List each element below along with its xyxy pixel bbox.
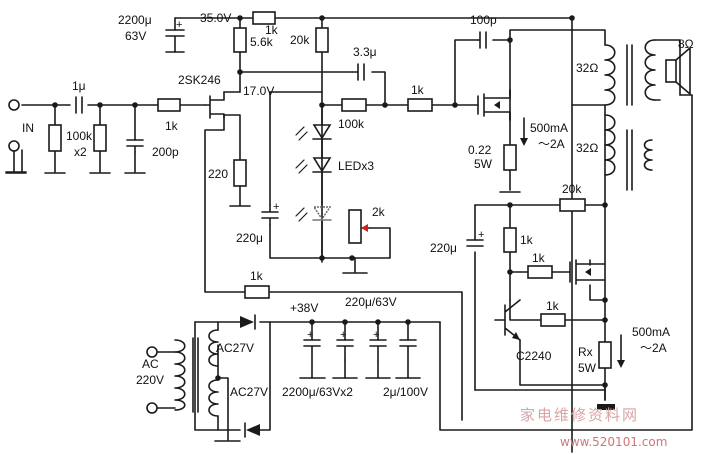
resistor-1k-bias — [503, 227, 517, 253]
label-r-022b: 5W — [474, 157, 493, 171]
watermark-cn: 家电维修资料网 — [520, 406, 639, 424]
label-r-220: 220 — [208, 167, 228, 181]
label-pot-2k: 2k — [372, 205, 386, 219]
input-terminal-ground — [8, 140, 20, 152]
label-spk-8: 8Ω — [678, 37, 694, 51]
mosfet-output-upper — [477, 89, 511, 121]
resistors — [48, 11, 612, 369]
label-r-1k-bias2: 1k — [532, 251, 546, 265]
label-r-1k-top: 1k — [265, 23, 279, 37]
svg-text:+: + — [340, 329, 346, 341]
label-cap-3u3: 3.3μ — [353, 45, 377, 59]
ac-terminal-1 — [146, 346, 158, 358]
ac-terminal-2 — [146, 402, 158, 414]
svg-text:+: + — [373, 329, 379, 341]
junction-dots — [52, 15, 608, 388]
resistor-rx — [598, 341, 612, 369]
transistor-c2240 — [494, 299, 521, 341]
label-r-5k6: 5.6k — [250, 35, 274, 49]
label-ac27b: AC27V — [230, 385, 268, 399]
label-ac27a: AC27V — [216, 341, 254, 355]
label-cap-63v: 63V — [125, 29, 146, 43]
svg-text:+: + — [307, 329, 313, 341]
label-rx-a: Rx — [578, 345, 593, 359]
label-in: IN — [22, 121, 34, 135]
label-cap-200p: 200p — [152, 145, 179, 159]
led-string — [295, 124, 332, 222]
label-cap-220u-left: 220μ — [236, 231, 263, 245]
label-tr-32b: 32Ω — [576, 141, 598, 155]
label-cap-100p: 100p — [470, 13, 497, 27]
label-r-100k-x2b: x2 — [74, 145, 87, 159]
resistor-1k-top — [252, 11, 276, 25]
resistor-100k-input-2 — [93, 124, 107, 152]
polarity-marks: + + + + + + — [176, 19, 484, 341]
resistor-1k-gate — [407, 98, 433, 112]
svg-text:+: + — [478, 229, 484, 241]
label-r-20k-top: 20k — [290, 33, 310, 47]
label-i-2a: ～2A — [538, 137, 565, 151]
label-v35: 35.0V — [200, 11, 231, 25]
resistor-20k-bias — [559, 198, 586, 212]
label-cap-1u: 1μ — [72, 79, 86, 93]
input-ground-line — [5, 150, 27, 173]
label-i-500a: 500mA — [530, 121, 568, 135]
input-terminal-hot — [8, 99, 20, 111]
label-v17: 17.0V — [243, 84, 274, 98]
resistor-1k-feedback — [244, 285, 270, 299]
resistor-220 — [233, 159, 247, 187]
label-r-1k-bias1: 1k — [520, 233, 534, 247]
mosfet-output-lower — [569, 259, 606, 285]
ground-symbols — [5, 51, 615, 442]
resistor-1k-input — [157, 98, 181, 112]
jfet-2sk246 — [204, 91, 241, 119]
mains-transformer — [174, 321, 219, 431]
label-cap-220u-right: 220μ — [430, 241, 457, 255]
label-q-2sk246: 2SK246 — [178, 73, 221, 87]
label-r-1k-in: 1k — [165, 119, 179, 133]
label-leds: LEDx3 — [338, 159, 374, 173]
label-cap-2200u: 2200μ — [118, 13, 152, 27]
label-cap-220-63: 220μ/63V — [345, 295, 397, 309]
label-r-20k-right: 20k — [562, 182, 582, 196]
label-rx-b: 5W — [578, 361, 597, 375]
component-labels: 2200μ 63V 35.0V 1k 5.6k 20k 3.3μ 100p 32… — [22, 11, 694, 399]
label-r-1k-mid: 1k — [411, 83, 425, 97]
resistor-0-22 — [503, 144, 517, 171]
label-q-c2240: C2240 — [516, 349, 552, 363]
label-ac220: 220V — [136, 373, 164, 387]
label-r-1k-base: 1k — [546, 299, 560, 313]
label-i-2b: ～2A — [640, 341, 667, 355]
resistor-5k6 — [233, 27, 247, 53]
potentiometer-2k — [348, 209, 362, 244]
label-ac: AC — [142, 357, 159, 371]
capacitors — [75, 29, 487, 361]
pot-wiper-arrow — [361, 224, 368, 232]
resistor-20k-top — [315, 27, 329, 53]
label-r-1k-fb: 1k — [250, 269, 264, 283]
label-i-500b: 500mA — [632, 325, 670, 339]
label-r-100k-x2a: 100k — [66, 129, 93, 143]
resistor-1k-base — [540, 313, 566, 327]
resistor-1k-bias-2 — [527, 265, 553, 279]
watermark-url: www.520101.com — [560, 435, 667, 449]
svg-text:+: + — [176, 19, 182, 31]
label-tr-32a: 32Ω — [576, 61, 598, 75]
resistor-100k-input — [48, 124, 62, 152]
resistor-100k — [341, 98, 367, 112]
label-r-022a: 0.22 — [468, 143, 492, 157]
speaker-icon — [665, 47, 691, 95]
ground-rx — [597, 404, 615, 410]
rectifier-diodes — [240, 314, 260, 438]
label-v38: +38V — [290, 301, 318, 315]
label-r-100k: 100k — [338, 117, 365, 131]
label-cap-2200-x2: 2200μ/63Vx2 — [282, 385, 353, 399]
label-cap-2u-100: 2μ/100V — [383, 385, 428, 399]
output-transformer — [571, 29, 681, 191]
svg-text:+: + — [273, 201, 279, 213]
